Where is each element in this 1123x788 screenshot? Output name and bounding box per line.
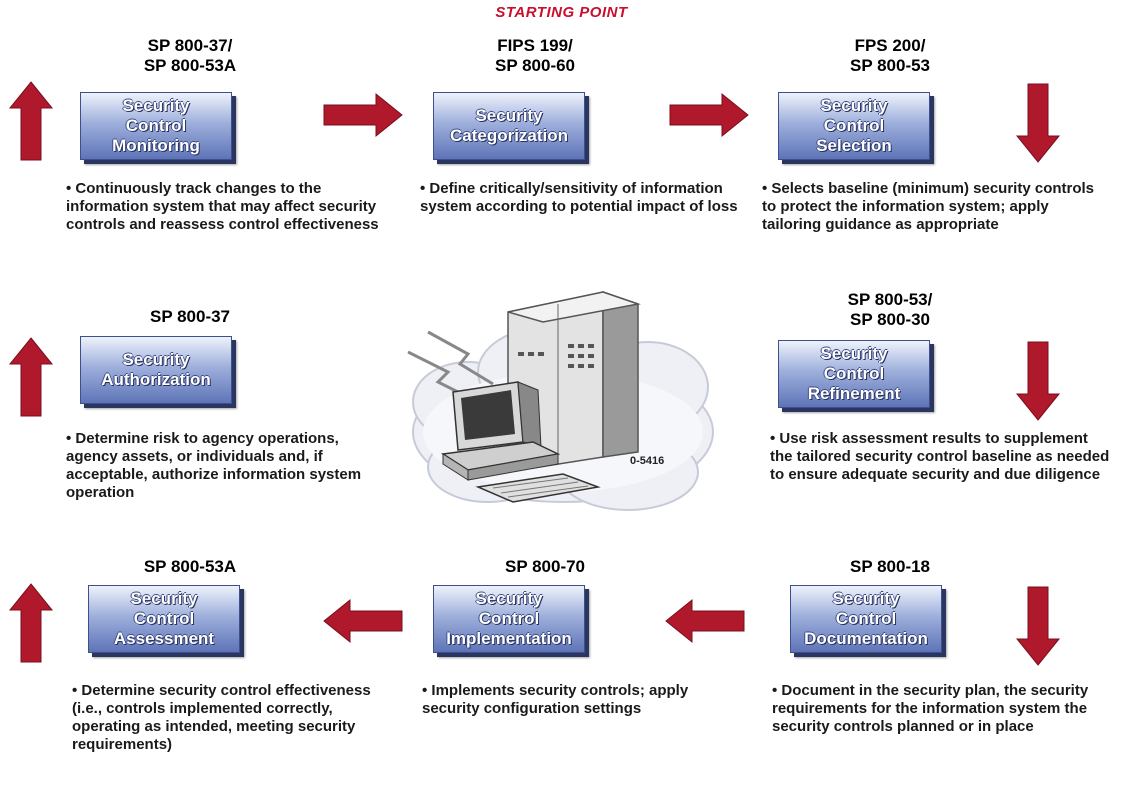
- documentation-label: Security Control Documentation: [804, 589, 928, 648]
- down-arrow-icon: [1015, 341, 1061, 421]
- authorization-ref: SP 800-37: [149, 307, 231, 326]
- illustration-code: 0-5416: [630, 455, 665, 467]
- down-arrow-icon: [1015, 586, 1061, 666]
- security-control-implementation-box: Security Control Implementation: [433, 585, 585, 653]
- refinement-description: Use risk assessment results to supplemen…: [770, 430, 1110, 484]
- assessment-ref: SP 800-53A: [143, 557, 237, 576]
- assessment-label: Security Control Assessment: [113, 589, 215, 648]
- up-arrow-icon: [8, 81, 54, 161]
- selection-label: Security Control Selection: [816, 96, 892, 155]
- right-arrow-icon: [323, 92, 403, 138]
- left-arrow-icon: [323, 598, 403, 644]
- security-control-documentation-box: Security Control Documentation: [790, 585, 942, 653]
- up-arrow-icon: [8, 583, 54, 663]
- documentation-ref: SP 800-18: [849, 557, 931, 576]
- implementation-description: Implements security controls; apply secu…: [422, 682, 722, 718]
- monitoring-label: Security Control Monitoring: [112, 96, 200, 155]
- implementation-ref: SP 800-70: [504, 557, 586, 576]
- left-arrow-icon: [665, 598, 745, 644]
- monitoring-description: Continuously track changes to the inform…: [66, 180, 396, 234]
- categorization-label: Security Categorization: [449, 106, 569, 145]
- down-arrow-icon: [1015, 83, 1061, 163]
- authorization-label: Security Authorization: [101, 350, 211, 389]
- security-control-assessment-box: Security Control Assessment: [88, 585, 240, 653]
- monitoring-ref: SP 800-37/ SP 800-53A: [143, 36, 237, 75]
- refinement-ref: SP 800-53/ SP 800-30: [847, 290, 933, 329]
- refinement-label: Security Control Refinement: [807, 344, 901, 403]
- categorization-ref: FIPS 199/ SP 800-60: [494, 36, 576, 75]
- categorization-description: Define critically/sensitivity of informa…: [420, 180, 740, 216]
- security-categorization-box: Security Categorization: [433, 92, 585, 160]
- security-control-monitoring-box: Security Control Monitoring: [80, 92, 232, 160]
- selection-description: Selects baseline (minimum) security cont…: [762, 180, 1102, 234]
- security-control-refinement-box: Security Control Refinement: [778, 340, 930, 408]
- security-authorization-box: Security Authorization: [80, 336, 232, 404]
- implementation-label: Security Control Implementation: [446, 589, 572, 648]
- up-arrow-icon: [8, 337, 54, 417]
- right-arrow-icon: [669, 92, 749, 138]
- security-control-selection-box: Security Control Selection: [778, 92, 930, 160]
- selection-ref: FPS 200/ SP 800-53: [849, 36, 931, 75]
- documentation-description: Document in the security plan, the secur…: [772, 682, 1102, 736]
- authorization-description: Determine risk to agency operations, age…: [66, 430, 366, 502]
- assessment-description: Determine security control effectiveness…: [72, 682, 382, 754]
- computer-cloud-illustration: [407, 290, 714, 511]
- starting-point-label: STARTING POINT: [495, 4, 628, 21]
